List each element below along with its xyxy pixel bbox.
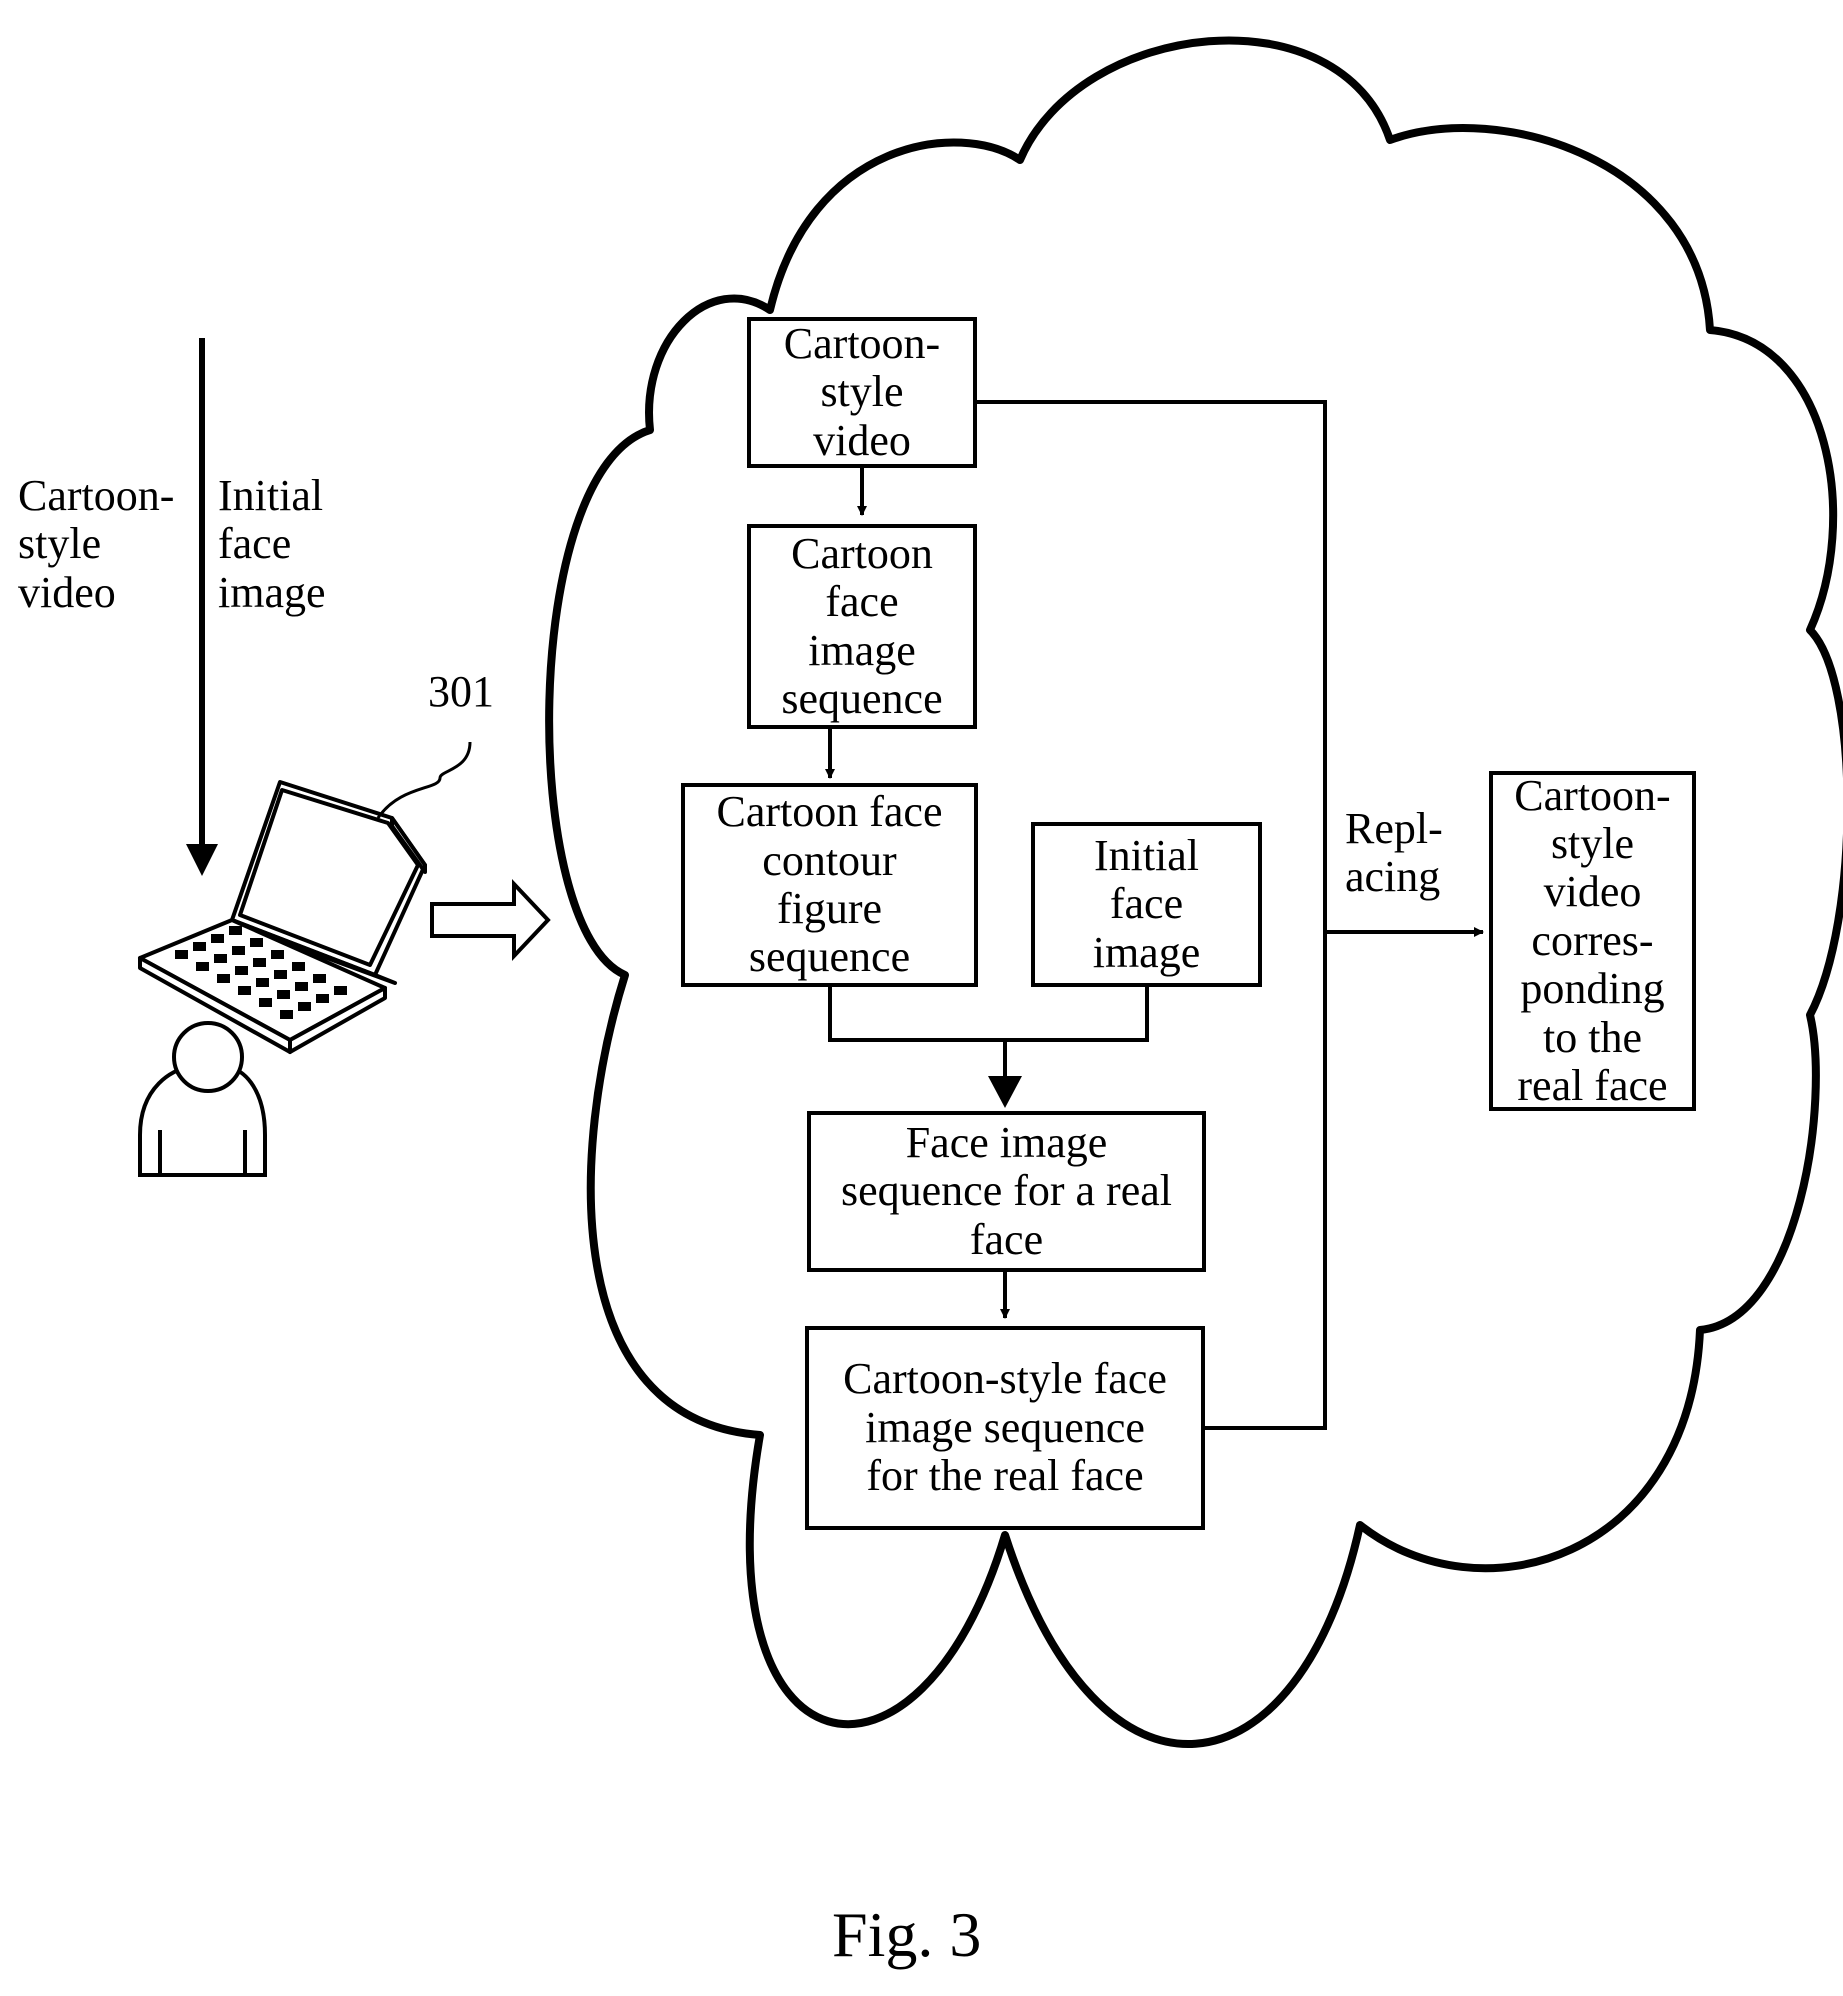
- box-initial-face-image-text: Initial face image: [1093, 832, 1201, 977]
- box-cartoon-face-contour-sequence-text: Cartoon face contour figure sequence: [717, 788, 943, 982]
- box-face-image-sequence-real: Face image sequence for a real face: [807, 1111, 1206, 1272]
- merge-connector: [830, 985, 1147, 1040]
- box-face-image-sequence-real-text: Face image sequence for a real face: [841, 1119, 1172, 1264]
- box-cartoon-style-video: Cartoon- style video: [747, 317, 977, 468]
- laptop-icon: [140, 782, 425, 1052]
- box-cartoon-face-image-sequence: Cartoon face image sequence: [747, 524, 977, 729]
- edge-label-replacing: Repl- acing: [1345, 805, 1443, 902]
- box-cartoon-style-face-sequence-real-text: Cartoon-style face image sequence for th…: [843, 1355, 1167, 1500]
- box-cartoon-style-video-text: Cartoon- style video: [784, 320, 940, 465]
- figure-caption: Fig. 3: [832, 1900, 981, 1970]
- box-output-cartoon-video-real-face: Cartoon- style video corres- ponding to …: [1489, 771, 1696, 1111]
- hollow-arrow: [432, 884, 548, 956]
- input-arrow-head: [186, 844, 218, 876]
- box-cartoon-face-image-sequence-text: Cartoon face image sequence: [781, 530, 942, 724]
- merge-arrow-head: [988, 1076, 1022, 1108]
- user-icon: [140, 1023, 265, 1175]
- input-label-cartoon-video: Cartoon- style video: [18, 472, 174, 617]
- reference-leader-line: [378, 742, 470, 818]
- box-cartoon-face-contour-sequence: Cartoon face contour figure sequence: [681, 783, 978, 987]
- box-initial-face-image: Initial face image: [1031, 822, 1262, 987]
- box-cartoon-style-face-sequence-real: Cartoon-style face image sequence for th…: [805, 1326, 1205, 1530]
- box-output-cartoon-video-real-face-text: Cartoon- style video corres- ponding to …: [1514, 772, 1670, 1111]
- input-label-initial-face: Initial face image: [218, 472, 326, 617]
- device-reference-number: 301: [428, 668, 494, 716]
